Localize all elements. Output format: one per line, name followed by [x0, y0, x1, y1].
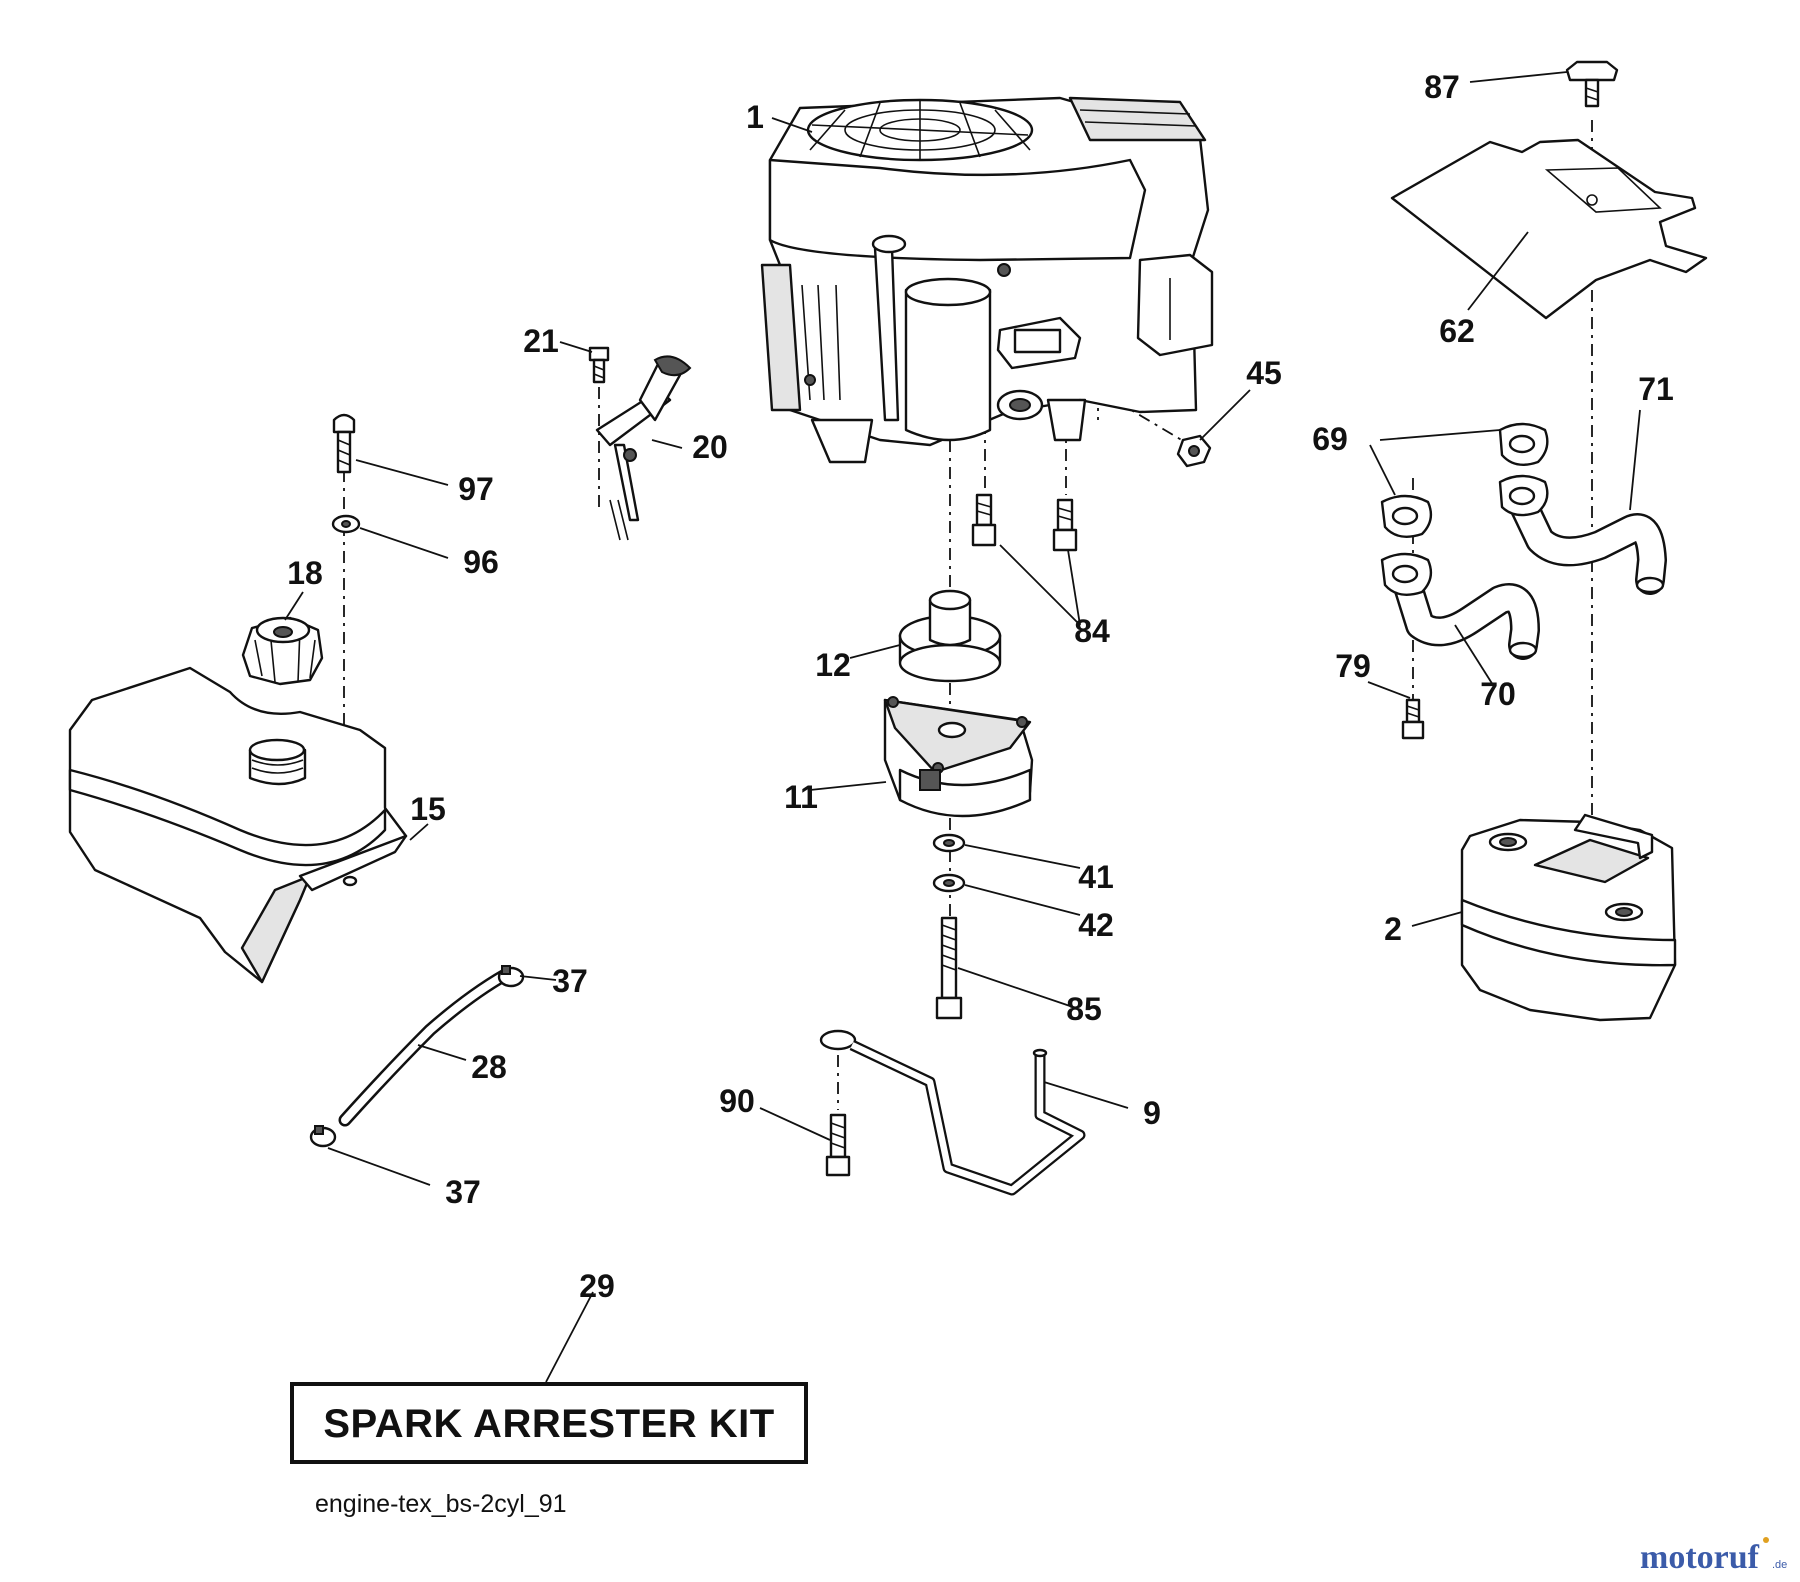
fuel-line-part [338, 968, 512, 1127]
callout-29: 29 [579, 1268, 615, 1304]
callout-15: 15 [410, 791, 446, 827]
hose-clamp-bottom-part [309, 1125, 337, 1148]
motoruf-watermark: motoruf .de [1640, 1537, 1787, 1576]
leader-lines [284, 71, 1641, 1383]
callout-41: 41 [1078, 859, 1114, 895]
clutch-part [883, 696, 1034, 818]
callout-71: 71 [1638, 371, 1674, 407]
callout-45: 45 [1246, 355, 1282, 391]
callout-9: 9 [1143, 1095, 1161, 1131]
callout-labels: 1 87 62 21 20 45 71 69 97 96 84 18 12 79… [287, 69, 1674, 1304]
callout-97: 97 [458, 471, 494, 507]
spark-arrester-kit-label: SPARK ARRESTER KIT [323, 1402, 774, 1446]
callout-84: 84 [1074, 613, 1110, 649]
engine-part [760, 96, 1214, 464]
callout-62: 62 [1439, 313, 1475, 349]
callout-69: 69 [1312, 421, 1348, 457]
callout-2: 2 [1384, 911, 1402, 947]
engine-bolts-part [971, 493, 1078, 552]
fuel-tank-part [68, 666, 408, 984]
callout-11: 11 [784, 779, 818, 815]
shield-knob-part [1565, 60, 1619, 108]
callout-96: 96 [463, 544, 499, 580]
nut-part [1176, 434, 1212, 468]
spark-arrester-kit-box: SPARK ARRESTER KIT [290, 1382, 808, 1464]
watermark-dot-icon [1763, 1537, 1769, 1543]
callout-12: 12 [815, 647, 851, 683]
callout-18: 18 [287, 555, 323, 591]
washer-41-part [932, 833, 966, 853]
callout-1: 1 [746, 99, 764, 135]
callout-37-top: 37 [552, 963, 588, 999]
crank-bolt-part [935, 916, 963, 1020]
support-bracket-part [819, 1029, 1086, 1196]
muffler-part [1460, 813, 1677, 1022]
washer-96-part [331, 514, 361, 534]
heat-shield-part [1390, 138, 1708, 320]
exhaust-gaskets-part [1380, 422, 1549, 538]
throttle-screw-part [588, 346, 610, 384]
watermark-tld: .de [1772, 1559, 1787, 1571]
fuel-cap-part [241, 616, 324, 686]
callout-87: 87 [1424, 69, 1460, 105]
callout-79: 79 [1335, 648, 1371, 684]
throttle-control-part [595, 355, 692, 541]
exhaust-pipe-71-part [1498, 474, 1667, 595]
tank-screw-part [332, 413, 356, 474]
exhaust-bolt-part [1401, 698, 1425, 740]
callout-37-bottom: 37 [445, 1174, 481, 1210]
engine-fan-grille [809, 100, 1031, 160]
bracket-bolt-part [825, 1055, 851, 1177]
callout-42: 42 [1078, 907, 1114, 943]
hose-clamp-top-part [497, 965, 525, 988]
washer-42-part [932, 873, 966, 893]
exhaust-pipe-70-part [1380, 552, 1540, 660]
callout-70: 70 [1480, 676, 1516, 712]
callout-21: 21 [523, 323, 559, 359]
diagram-caption: engine-tex_bs-2cyl_91 [315, 1490, 567, 1518]
callout-90: 90 [719, 1083, 755, 1119]
callout-28: 28 [471, 1049, 507, 1085]
callout-20: 20 [692, 429, 728, 465]
watermark-brand: motoruf [1640, 1539, 1760, 1576]
callout-85: 85 [1066, 991, 1102, 1027]
pulley-part [898, 589, 1002, 683]
